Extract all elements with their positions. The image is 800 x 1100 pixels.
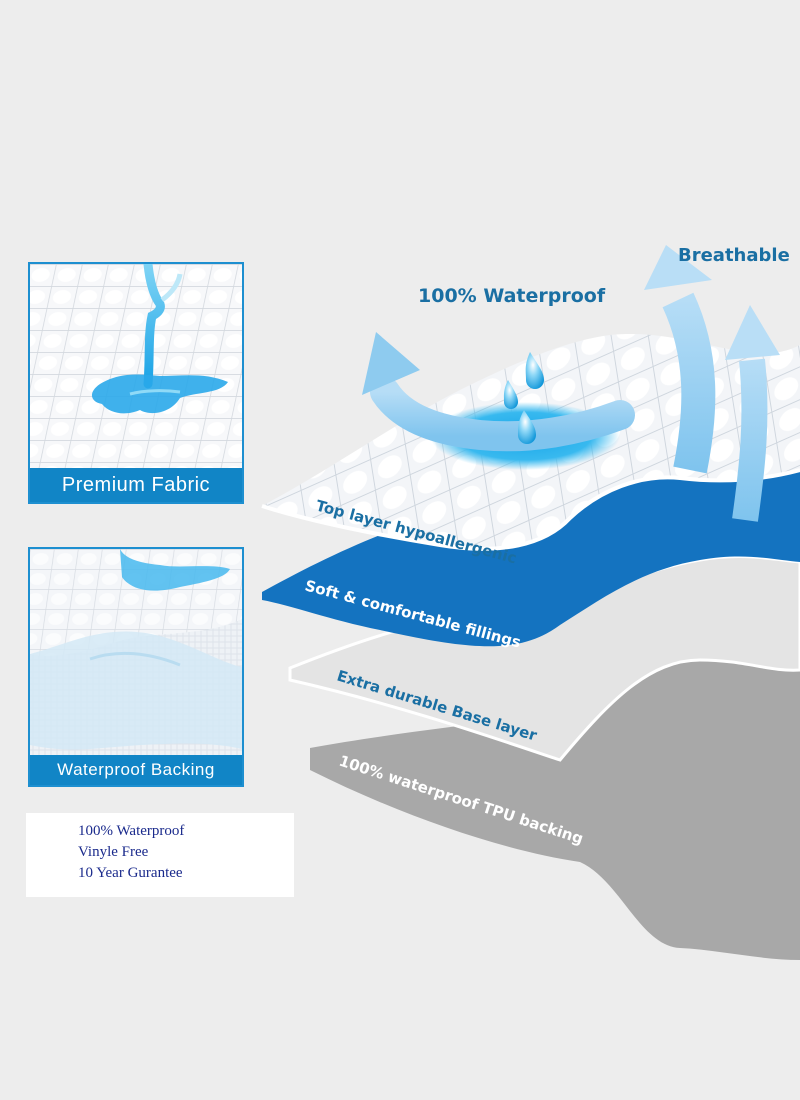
- breathable-arrow-small-head: [725, 305, 780, 360]
- waterproof-arrow: [370, 377, 635, 452]
- layer-tpu-backing: [310, 660, 800, 960]
- waterproof-backing-panel: Waterproof Backing: [28, 547, 244, 787]
- waterproof-backing-image: [30, 549, 242, 785]
- breathable-arrow-large-head: [644, 245, 712, 290]
- water-drop-icon: [518, 410, 536, 444]
- layer-fillings: [262, 470, 800, 647]
- waterproof-backing-caption: Waterproof Backing: [30, 755, 242, 785]
- breathable-arrow-large: [662, 292, 716, 474]
- feature-item: 100% Waterproof: [78, 823, 185, 839]
- premium-fabric-panel: Premium Fabric: [28, 262, 244, 504]
- breathable-arrow-small: [732, 358, 768, 522]
- breathable-callout: Breathable: [678, 245, 790, 266]
- premium-fabric-caption: Premium Fabric: [30, 468, 242, 502]
- water-drop-icon: [503, 380, 518, 409]
- water-drop-icon: [525, 352, 544, 389]
- waterproof-callout: 100% Waterproof: [418, 285, 606, 307]
- waterproof-arrow-head: [362, 332, 420, 395]
- feature-list-box: 100% Waterproof Vinyle Free 10 Year Gura…: [26, 813, 294, 897]
- feature-item: Vinyle Free: [78, 844, 149, 860]
- feature-item: 10 Year Gurantee: [78, 865, 183, 881]
- quilted-fabric-water-image: [30, 264, 242, 502]
